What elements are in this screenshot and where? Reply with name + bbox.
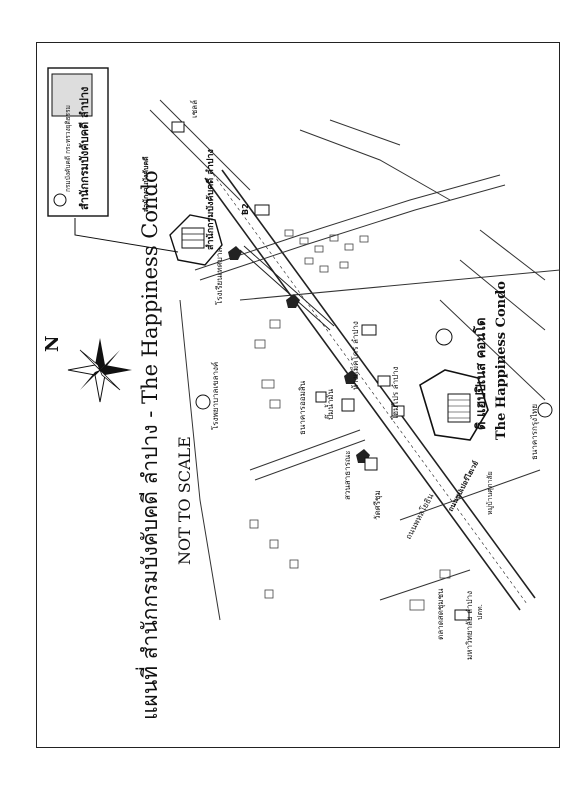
label-park: สวนสาธารณะ: [343, 450, 352, 500]
legend-leader-line: [74, 218, 179, 253]
label-hospital: โรงพยาบาลเขลางค์: [210, 362, 220, 430]
label-condo-en: The Happiness Condo: [494, 281, 509, 440]
label-office-name: สำนักกรมบังคับคดี ลำปาง: [205, 149, 216, 250]
map-frame: [36, 42, 560, 748]
label-gas: ปตท.: [476, 604, 484, 620]
label-market: ห้างแม็คโคร ลำปาง: [350, 321, 360, 390]
not-to-scale-label: NOT TO SCALE: [175, 436, 194, 565]
route-markers: [228, 246, 370, 463]
label-fresh-market: ตลาดสดชุมชน: [436, 588, 445, 640]
label-condo-th: ดิ แฮปปิเนส คอนโด: [472, 318, 489, 430]
road-label-super-highway: ถนนซุปเปอร์ไฮเวย์: [446, 459, 480, 513]
label-temple: วัดศรีชุม: [373, 490, 382, 520]
label-bank: ธนาคารออมสิน: [298, 380, 307, 435]
label-school: โรงเรียนเทศบาล: [214, 248, 224, 305]
secondary-roads: [149, 99, 561, 621]
label-village: หมู่บ้านศุภาลัย: [486, 471, 494, 515]
legend-box: [47, 67, 109, 217]
label-thai-bank: ธนาคารกรุงไทย: [530, 404, 539, 460]
road-label-main: ถนนพหลโยธิน: [403, 491, 436, 541]
condo-marker: [419, 369, 489, 441]
building-blocks: [249, 229, 451, 611]
label-shell: เชลล์: [189, 100, 199, 118]
route-label-b2: B2: [241, 203, 250, 215]
landmark-icons: [171, 121, 553, 621]
office-marker: [169, 214, 223, 266]
label-university: มหาวิทยาลัย ลำปาง: [465, 591, 474, 660]
label-office-tag: สำนักงานบังคับคดี: [142, 156, 150, 212]
compass-north-label: N: [42, 336, 63, 352]
legend-line-2: สำนักกรมบังคับคดี ลำปาง: [78, 87, 91, 210]
compass-rose: [67, 338, 132, 403]
label-station: ปั๊มน้ำมัน: [324, 388, 335, 420]
label-shop: โฮมโปร ลำปาง: [390, 366, 400, 420]
railway-track: [239, 245, 335, 331]
map-title: แผนที่ สำนักกรมบังคับคดี ลำปาง - The Hap…: [135, 170, 162, 720]
legend-line-1: กรมบังคับคดี กระทรวงยุติธรรม: [64, 105, 72, 192]
